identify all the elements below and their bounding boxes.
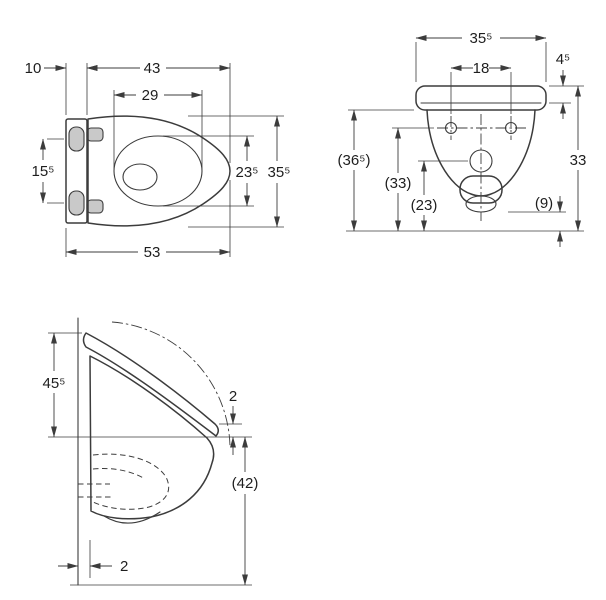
top-edge-label: 4⁵ (556, 51, 571, 68)
dim-outlet-bottom: (9) (535, 195, 563, 247)
fixing-span-label: 15⁵ (32, 163, 55, 180)
height-overall-label: (36⁵) (338, 152, 371, 169)
seat-hinge-top (86, 127, 104, 142)
dim-height-outlet: (23) (411, 160, 438, 232)
fixing-pad-top (68, 126, 85, 152)
pan-top-rim (415, 85, 547, 111)
height-holes-label: (33) (385, 175, 412, 192)
dim-bowl-depth: 43 (86, 60, 231, 77)
mounting-plate (65, 118, 88, 224)
trapway-hidden-line (92, 453, 170, 510)
front-extension-lines (348, 42, 584, 213)
trap-inner-hidden-line (92, 468, 146, 480)
bowl-depth-label: 43 (144, 60, 161, 77)
bowl-sump (122, 163, 158, 191)
outlet-bottom-label: (9) (535, 195, 553, 212)
side-extension-lines (48, 332, 252, 578)
dim-lid-height: 45⁵ (43, 332, 66, 438)
wall-outlet-hidden-lines (78, 483, 113, 498)
total-depth-label: 53 (144, 244, 161, 261)
side-view: 45⁵ 2 (42) 2 (43, 317, 259, 586)
front-view: 35⁵ 18 4⁵ (36⁵) (33) (23) (338, 30, 587, 247)
outer-width-label: 35⁵ (268, 164, 291, 181)
dim-height-overall: (36⁵) (338, 109, 371, 232)
dim-width: 35⁵ (415, 30, 547, 47)
dim-inner-width: 23⁵ (236, 135, 259, 207)
fixing-pad-bottom (68, 190, 85, 216)
pan-side-profile (89, 355, 215, 520)
lid-height-label: 45⁵ (43, 375, 66, 392)
height-outlet-label: (23) (411, 197, 438, 214)
dim-body-height: 33 (570, 85, 587, 232)
outlet-bulge (103, 511, 161, 524)
width-label: 35⁵ (470, 30, 493, 47)
dim-seat-thickness: 2 (229, 388, 237, 455)
plan-extension-lines (47, 63, 284, 257)
body-height-label: 33 (570, 152, 587, 169)
seat-hinge-bottom (86, 199, 104, 214)
dim-underside-height: (42) (232, 436, 259, 586)
dim-height-holes: (33) (385, 127, 412, 232)
dim-total-depth: 53 (65, 244, 231, 261)
dim-outer-width: 35⁵ (268, 115, 291, 228)
inner-width-label: 23⁵ (236, 164, 259, 181)
plan-view: 10 43 29 15⁵ 23⁵ 35⁵ (25, 60, 291, 261)
wall-gap-label: 2 (120, 558, 128, 575)
dim-inner-length: 29 (113, 87, 203, 104)
dim-top-edge: 4⁵ (556, 51, 571, 119)
bowl-outline (87, 115, 231, 227)
seat-thickness-label: 2 (229, 388, 237, 405)
dim-wall-gap: 2 (58, 558, 128, 575)
plate-depth-label: 10 (25, 60, 42, 77)
inner-length-label: 29 (142, 87, 159, 104)
underside-height-label: (42) (232, 475, 259, 492)
dim-hole-spacing: 18 (450, 60, 512, 77)
center-lines (437, 114, 527, 221)
dim-fixing-span: 15⁵ (32, 138, 55, 204)
bowl-inner-rim (113, 135, 203, 207)
seat-lid-profile (82, 332, 219, 437)
lid-swing-arc (111, 321, 231, 447)
hole-spacing-label: 18 (473, 60, 490, 77)
